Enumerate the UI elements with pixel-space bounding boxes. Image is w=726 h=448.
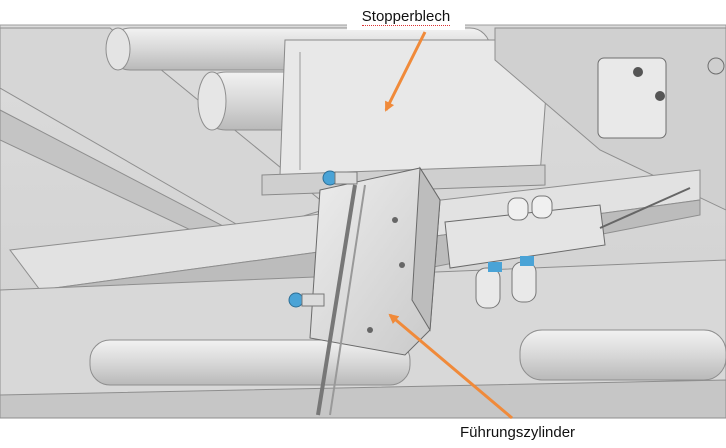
valve-fitting-2 <box>511 261 537 303</box>
roller-bottom-right <box>519 329 726 381</box>
guide-cylinder-side <box>411 166 441 332</box>
block-hole-1 <box>392 217 398 223</box>
valve-cap-1 <box>507 197 529 221</box>
fitting-bottom <box>288 292 304 308</box>
valve-fitting-blue-2 <box>520 256 534 266</box>
stopper-plate-label: Stopperblech <box>347 4 465 30</box>
roller-middle-end <box>197 71 227 131</box>
valve-cable <box>599 187 691 229</box>
valve-cap-2 <box>531 195 553 219</box>
fitting-top-body <box>334 171 358 185</box>
block-hole-2 <box>399 262 405 268</box>
frame-bottom-strip <box>0 379 726 419</box>
guide-rod <box>316 184 357 416</box>
guide-rod-2 <box>329 184 366 416</box>
block-hole-3 <box>367 327 373 333</box>
arrow-guide-cylinder <box>388 313 513 420</box>
guide-cylinder-label: Führungszylinder <box>460 424 576 441</box>
mounting-bracket <box>597 57 667 139</box>
roller-top-end <box>105 27 131 71</box>
valve-fitting-blue-1 <box>488 262 502 272</box>
bracket-hole-1 <box>633 67 643 77</box>
fitting-bottom-body <box>301 293 325 307</box>
bracket-hole-2 <box>655 91 665 101</box>
arrow-stopper <box>384 31 427 112</box>
bracket-bolt <box>707 57 725 75</box>
valve-fitting-1 <box>475 267 501 309</box>
